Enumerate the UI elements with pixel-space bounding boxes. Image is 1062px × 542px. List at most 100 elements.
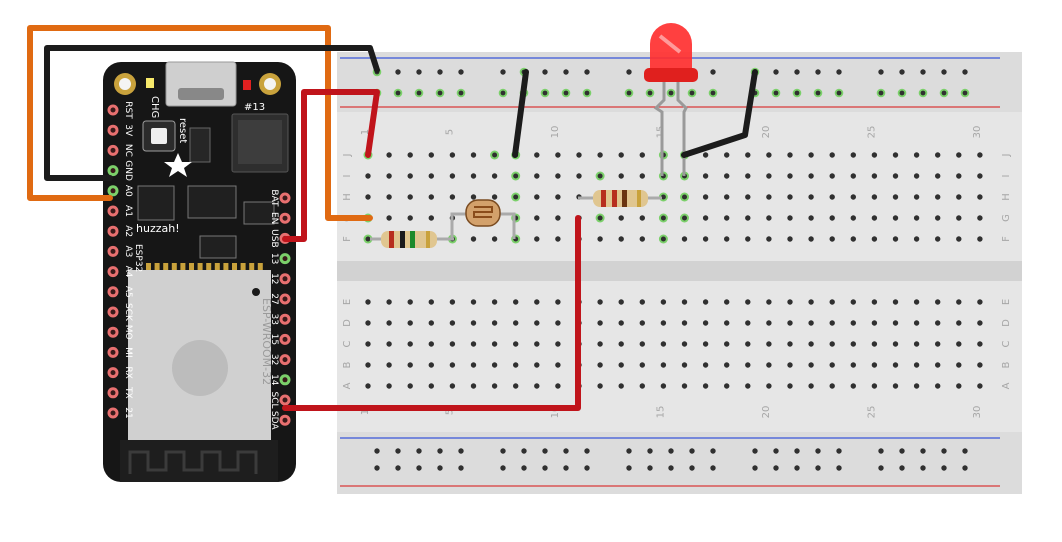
photoresistor-lead-left xyxy=(450,212,466,239)
rail-hole xyxy=(962,448,968,454)
breadboard-hole xyxy=(555,362,561,368)
breadboard-hole xyxy=(534,341,540,347)
rail-hole-pin xyxy=(836,90,842,96)
breadboard-hole xyxy=(745,299,751,305)
regulator-chip xyxy=(189,127,211,163)
breadboard-hole xyxy=(555,152,561,158)
module-pad xyxy=(232,263,237,270)
breadboard-hole xyxy=(660,383,667,389)
pin-label: 32 xyxy=(269,354,279,365)
photoresistor-lead-right xyxy=(500,212,516,239)
breadboard-hole xyxy=(977,215,983,221)
rail-hole-pin xyxy=(689,90,695,96)
breadboard-hole xyxy=(808,299,814,305)
pin-pad-hole xyxy=(110,228,116,234)
breadboard-hole xyxy=(491,362,498,368)
breadboard-hole xyxy=(808,320,814,326)
pin-label: USB xyxy=(269,229,279,247)
breadboard-hole xyxy=(871,320,878,326)
breadboard-hole xyxy=(808,194,814,200)
breadboard-hole xyxy=(787,215,793,221)
rail-hole xyxy=(668,465,674,471)
chg-label: CHG xyxy=(149,96,160,118)
breadboard-hole xyxy=(724,173,730,179)
breadboard-hole xyxy=(702,173,709,179)
breadboard-hole xyxy=(977,299,983,305)
breadboard-hole xyxy=(555,173,561,179)
pin-pad-hole xyxy=(282,215,288,221)
breadboard-hole xyxy=(386,152,392,158)
breadboard-hole xyxy=(724,194,730,200)
breadboard-hole xyxy=(407,341,413,347)
rail-hole xyxy=(962,465,968,471)
pin-pad-hole xyxy=(110,309,116,315)
pin-label: A5 xyxy=(123,286,133,298)
breadboard-hole xyxy=(956,236,962,242)
photoresistor-trace xyxy=(473,206,493,218)
breadboard-hole xyxy=(808,341,814,347)
breadboard-hole xyxy=(935,341,941,347)
rail-hole-pin xyxy=(647,90,653,96)
rail-hole xyxy=(710,448,716,454)
column-number: 10 xyxy=(550,406,561,419)
breadboard-hole xyxy=(745,152,751,158)
led-reflection xyxy=(658,34,682,54)
breadboard-hole xyxy=(829,299,835,305)
rail-hole-pin xyxy=(899,90,905,96)
rail-hole-pin xyxy=(773,90,779,96)
breadboard-hole xyxy=(681,362,688,368)
row-letter: J xyxy=(1001,154,1012,158)
breadboard-hole xyxy=(660,341,667,347)
pin-pad-hole xyxy=(282,256,288,262)
wire-orange xyxy=(27,25,373,221)
module-pad xyxy=(249,263,255,270)
row-letter: E xyxy=(1001,299,1012,305)
column-number: 20 xyxy=(761,406,772,419)
breadboard-hole xyxy=(892,341,899,347)
breadboard-hole xyxy=(766,341,772,347)
breadboard-hole xyxy=(513,383,519,389)
breadboard-hole xyxy=(555,299,561,305)
breadboard-hole xyxy=(787,383,793,389)
module-pad xyxy=(240,263,246,270)
breadboard-hole xyxy=(745,362,751,368)
breadboard-hole xyxy=(850,383,856,389)
module-pad xyxy=(206,263,212,270)
breadboard-hole xyxy=(470,236,477,242)
breadboard-hole xyxy=(935,215,941,221)
breadboard-hole xyxy=(365,194,371,200)
breadboard-hole xyxy=(702,236,709,242)
breadboard-hole xyxy=(407,173,413,179)
breadboard-hole xyxy=(956,215,962,221)
breadboard-hole xyxy=(935,194,941,200)
breadboard-hole xyxy=(787,173,793,179)
breadboard-hole xyxy=(639,341,645,347)
usb-serial-chip xyxy=(137,185,175,221)
module-pad xyxy=(180,263,186,270)
breadboard-hole xyxy=(407,299,413,305)
breadboard-hole xyxy=(470,383,477,389)
breadboard-hole xyxy=(913,383,920,389)
breadboard-hole xyxy=(745,341,751,347)
breadboard-hole xyxy=(935,362,941,368)
breadboard-hole xyxy=(913,236,920,242)
breadboard-hole xyxy=(829,194,835,200)
pin-pad-hole xyxy=(110,289,116,295)
center-channel xyxy=(337,261,1022,281)
breadboard-hole xyxy=(597,362,603,368)
breadboard-hole xyxy=(913,362,920,368)
breadboard-hole xyxy=(745,320,751,326)
breadboard-hole xyxy=(618,215,624,221)
pin-label: RX xyxy=(123,366,133,378)
rail-hole xyxy=(689,465,695,471)
row-letter: F xyxy=(342,236,353,242)
reset-label: reset xyxy=(177,118,188,143)
pin-label: BAT xyxy=(269,189,279,207)
breadboard-hole xyxy=(829,152,835,158)
resistor-1-band-2 xyxy=(400,231,405,248)
pin-label: SCK xyxy=(123,303,133,322)
breadboard-hole xyxy=(597,383,603,389)
resistor-1-band-1 xyxy=(389,231,394,248)
breadboard-hole xyxy=(428,341,434,347)
breadboard-hole xyxy=(745,236,751,242)
